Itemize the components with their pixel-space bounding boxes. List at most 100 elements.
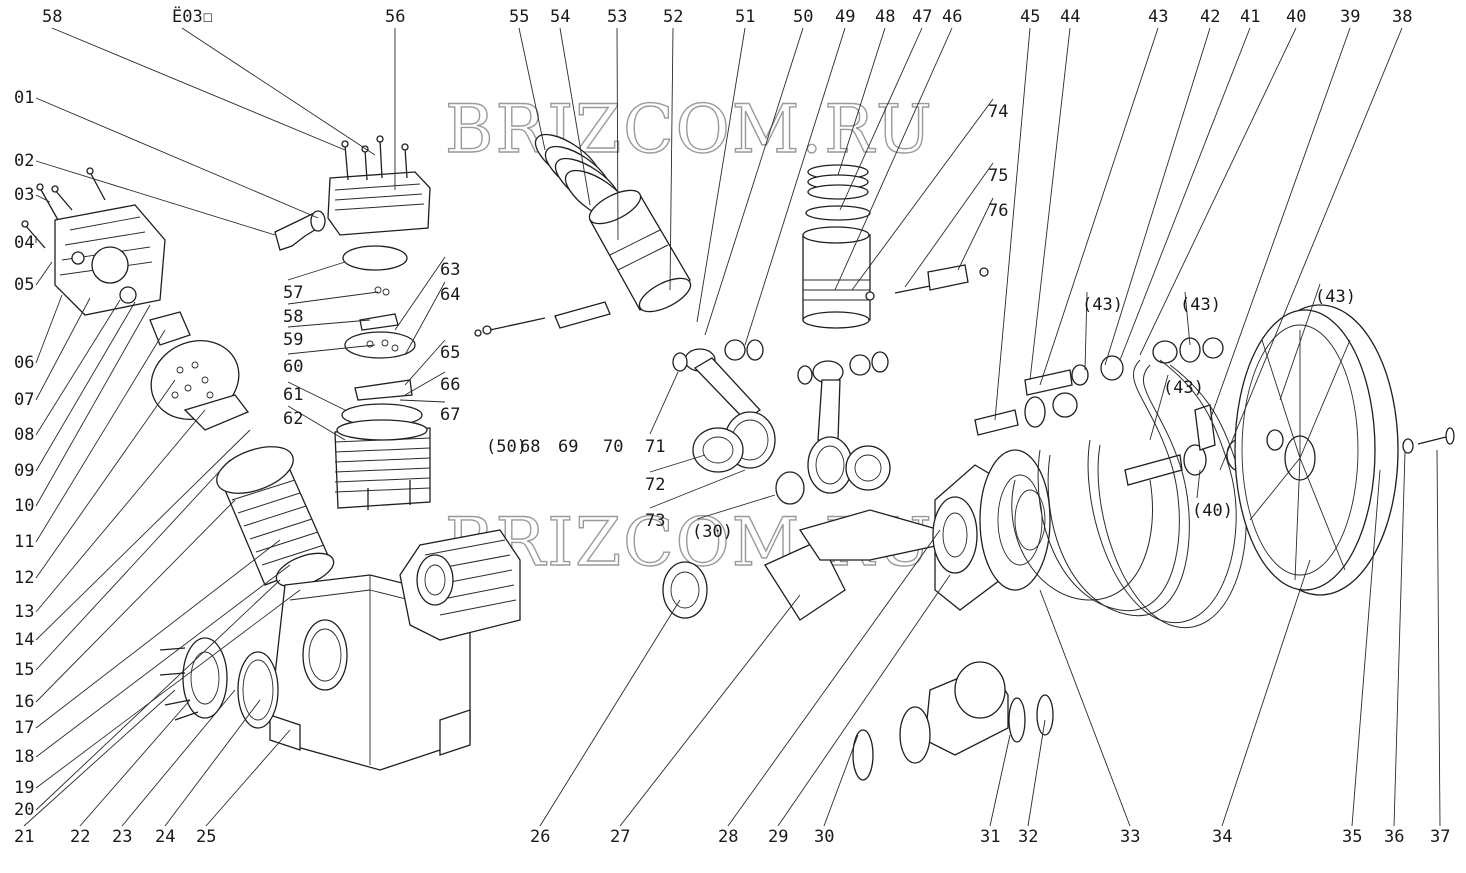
- callout-33-35: 33: [1120, 827, 1140, 847]
- callout-14-16: 14: [14, 630, 34, 650]
- leader-line-62: [1029, 27, 1071, 381]
- callout-30-47: (30): [692, 522, 733, 542]
- elbow-fitting: [274, 210, 326, 251]
- callout-51-52: 51: [735, 7, 755, 27]
- leader-line-17: [35, 459, 231, 671]
- callout-52-51: 52: [663, 7, 683, 27]
- leader-line-18: [35, 499, 236, 703]
- callout-35-37: 35: [1342, 827, 1362, 847]
- leader-line-20: [35, 564, 291, 758]
- callout-03-1: Ë03☐: [172, 6, 213, 27]
- piston-left: [588, 189, 692, 313]
- callout-38-68: 38: [1392, 7, 1412, 27]
- callout-04-6: 04: [14, 233, 34, 253]
- leader-line-77: [287, 344, 376, 355]
- callout-67-84: 67: [440, 405, 460, 425]
- callout-76-60: 76: [988, 201, 1008, 221]
- callout-22-24: 22: [70, 827, 90, 847]
- callout-40-73: (40): [1192, 501, 1233, 521]
- leader-line-8: [35, 294, 63, 364]
- leader-line-4: [35, 160, 276, 236]
- callout-06-8: 06: [14, 353, 34, 373]
- leader-line-71: [1279, 283, 1321, 401]
- callout-63-80: 63: [440, 260, 460, 280]
- side-gasket: [979, 449, 1051, 591]
- leader-line-79: [287, 405, 346, 441]
- callout-43-69: (43): [1082, 295, 1123, 315]
- callout-07-9: 07: [14, 390, 34, 410]
- callout-64-81: 64: [440, 285, 460, 305]
- callout-21-23: 21: [14, 827, 34, 847]
- leader-line-80: [394, 256, 446, 331]
- leader-line-76: [287, 319, 371, 328]
- crankshaft: [662, 471, 941, 621]
- leader-line-19: [35, 539, 281, 729]
- watermark-top: BRIZCOM.RU: [445, 91, 934, 168]
- callout-61-78: 61: [283, 385, 303, 405]
- left-valve-plate: [149, 311, 250, 431]
- callout-23-25: 23: [112, 827, 132, 847]
- leader-line-84: [399, 399, 446, 403]
- leader-lines: [23, 27, 1441, 827]
- callout-26-28: 26: [530, 827, 550, 847]
- leader-line-52: [696, 27, 746, 323]
- leader-line-7: [35, 261, 53, 286]
- leader-line-9: [35, 297, 91, 401]
- leader-line-48: [518, 27, 546, 151]
- callout-24-26: 24: [155, 827, 175, 847]
- callout-71-44: 71: [645, 437, 665, 457]
- callout-40-66: 40: [1286, 7, 1306, 27]
- callout-34-36: 34: [1212, 827, 1232, 847]
- callout-10-12: 10: [14, 496, 34, 516]
- callout-02-4: 02: [14, 151, 34, 171]
- leader-line-64: [1104, 27, 1211, 366]
- leader-line-32: [823, 734, 859, 827]
- callout-05-7: 05: [14, 275, 34, 295]
- connecting-rod-left: [672, 339, 776, 473]
- callout-01-3: 01: [14, 88, 34, 108]
- leader-line-66: [1139, 27, 1297, 356]
- leader-line-10: [35, 299, 121, 436]
- callout-20-22: 20: [14, 800, 34, 820]
- leader-line-50: [616, 27, 619, 241]
- left-cylinder-head: [54, 204, 166, 316]
- callout-43-72: (43): [1163, 378, 1204, 398]
- callout-39-67: 39: [1340, 7, 1360, 27]
- callout-73-46: 73: [645, 511, 665, 531]
- callout-37-39: 37: [1430, 827, 1450, 847]
- callout-66-83: 66: [440, 375, 460, 395]
- leader-line-75: [287, 291, 379, 305]
- callout-12-14: 12: [14, 568, 34, 588]
- leader-line-53: [704, 27, 804, 336]
- leader-line-68: [1219, 27, 1403, 471]
- leader-line-21: [35, 589, 301, 789]
- left-cylinder: [216, 446, 335, 588]
- leader-line-16: [35, 429, 251, 641]
- callout-50-40: (50): [486, 437, 527, 457]
- leader-line-69: [1084, 291, 1088, 371]
- leader-line-58: [851, 98, 994, 291]
- callout-43-63: 43: [1148, 7, 1168, 27]
- leader-line-70: [1184, 291, 1191, 346]
- callout-08-10: 08: [14, 425, 34, 445]
- callout-48-55: 48: [875, 7, 895, 27]
- callout-74-58: 74: [988, 102, 1008, 122]
- leader-line-11: [35, 301, 136, 472]
- leader-line-44: [649, 371, 679, 435]
- leader-line-59: [904, 162, 994, 288]
- leader-line-12: [35, 304, 151, 507]
- leader-line-1: [181, 27, 376, 156]
- callout-11-13: 11: [14, 532, 34, 552]
- leader-line-39: [1436, 449, 1441, 827]
- callout-69-42: 69: [558, 437, 578, 457]
- leader-line-54: [744, 27, 846, 346]
- callout-03-5: 03: [14, 185, 34, 205]
- leader-line-26: [164, 699, 261, 827]
- piston-pin-center: [865, 264, 989, 301]
- leader-line-15: [35, 409, 206, 613]
- bearing-cover: [159, 637, 279, 729]
- leader-line-38: [1393, 451, 1406, 827]
- callout-59-76: 59: [283, 330, 303, 350]
